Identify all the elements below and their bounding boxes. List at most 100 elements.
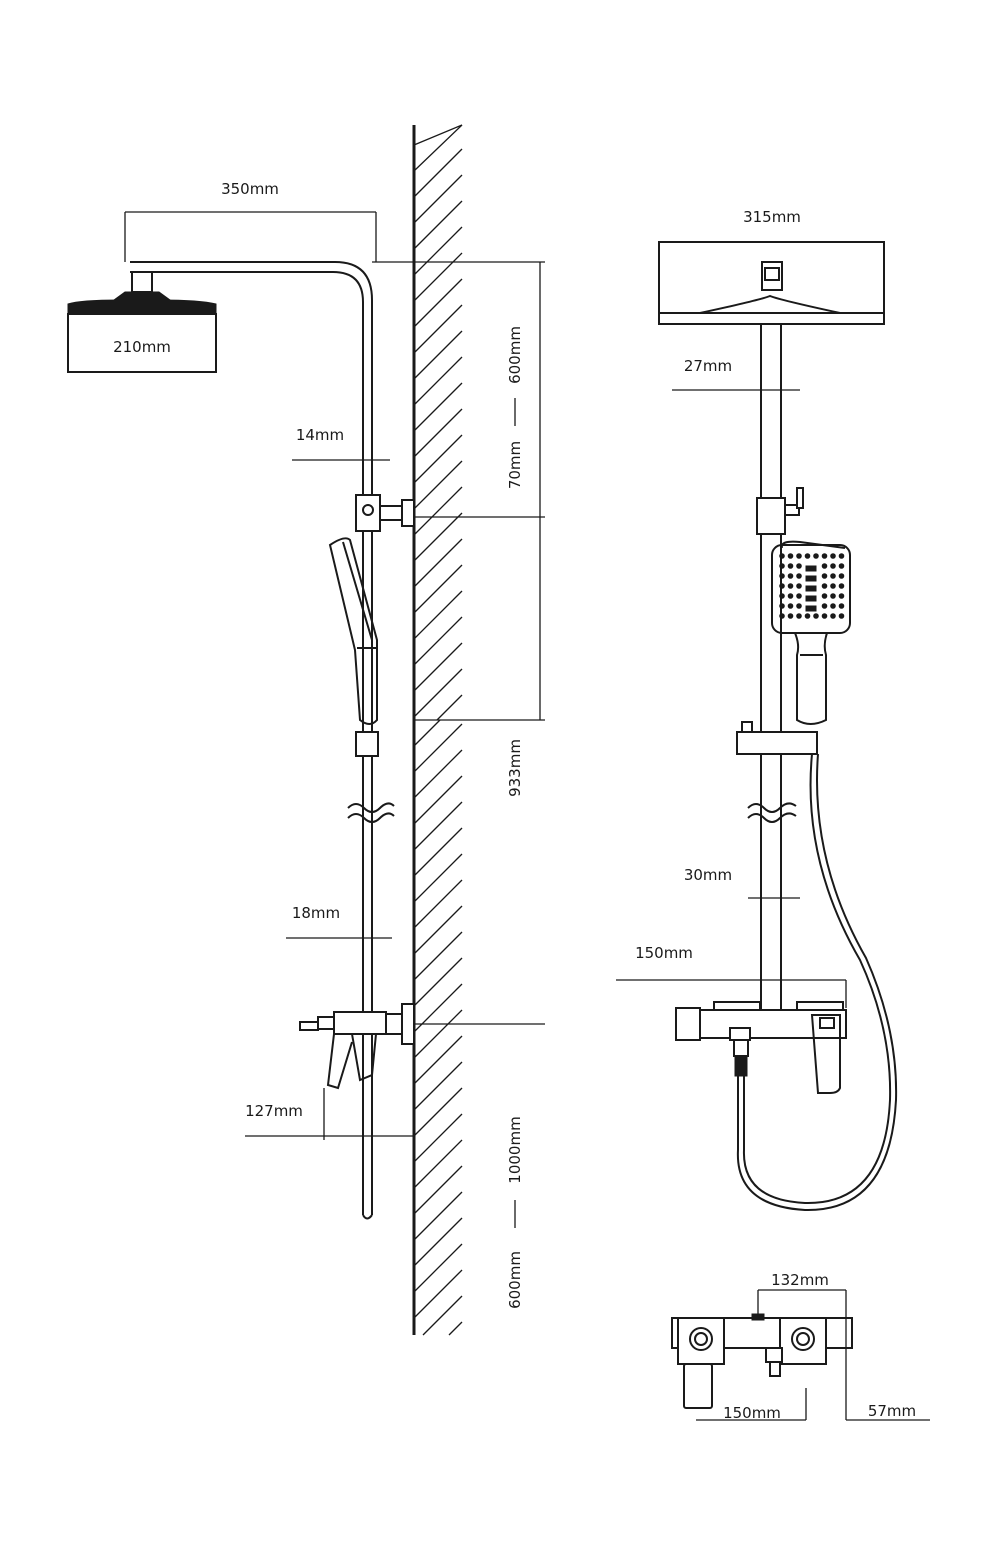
- label-depth: 57mm: [868, 1402, 916, 1420]
- nozzle: [821, 553, 828, 559]
- side-view: [67, 261, 415, 1220]
- mixer-lever: [810, 1014, 841, 1094]
- nozzle: [779, 593, 785, 599]
- nozzle: [838, 553, 845, 559]
- hatch-line: [413, 538, 463, 588]
- mixer-spout: [351, 1033, 377, 1082]
- bracket-clamp: [355, 494, 381, 532]
- shower-arm-outer: [130, 261, 373, 500]
- nozzle: [787, 553, 794, 559]
- holder-knob: [741, 721, 753, 733]
- nozzle: [779, 573, 785, 579]
- hatch-line: [413, 1113, 463, 1163]
- hatch-line: [413, 1087, 463, 1137]
- hatch-line: [413, 775, 463, 825]
- mixer-eccentric: [385, 1013, 403, 1035]
- mixer-valve-front: [675, 1001, 847, 1094]
- hatch-line: [413, 983, 463, 1033]
- label-pipe-upper: 14mm: [296, 426, 344, 444]
- label-slide-rail: 933mm: [506, 739, 524, 797]
- hatch-line: [413, 330, 463, 380]
- inlet-block-right: [779, 1317, 827, 1365]
- head-dome: [699, 294, 841, 314]
- hose-outer: [742, 753, 892, 1205]
- nozzle: [838, 563, 845, 569]
- nozzle: [787, 583, 794, 589]
- nozzle: [821, 593, 828, 599]
- nozzle: [821, 563, 828, 569]
- hatch-line: [413, 1269, 463, 1319]
- outlet-connector: [765, 1347, 783, 1363]
- nozzle: [804, 613, 811, 619]
- nozzle: [796, 603, 802, 609]
- nozzle: [779, 613, 785, 619]
- hose-connector: [734, 1055, 748, 1077]
- nozzle: [821, 583, 828, 589]
- hatch-line: [413, 1243, 463, 1293]
- spout-nut: [733, 1039, 749, 1057]
- hatch-line: [413, 1165, 463, 1215]
- bracket-screw: [362, 504, 374, 516]
- nozzle: [779, 563, 785, 569]
- hatch-line: [413, 827, 463, 877]
- hand-shower-front: [771, 540, 851, 725]
- mixer-end-cap: [675, 1007, 701, 1041]
- hatch-line: [413, 931, 463, 981]
- hatch-line: [413, 174, 463, 224]
- nozzle: [830, 603, 836, 609]
- nozzle: [787, 573, 794, 579]
- hatch-line: [413, 616, 463, 666]
- hand-shower-handle: [794, 632, 828, 725]
- wall-bracket-upper: [355, 494, 415, 532]
- front-view: [658, 241, 898, 1212]
- mixer-body: [333, 1011, 387, 1035]
- inlet-left-inner: [694, 1332, 708, 1346]
- label-valve-projection: 127mm: [245, 1102, 303, 1120]
- diverter-handle: [784, 504, 800, 516]
- inlet-left-outer: [689, 1327, 713, 1351]
- mixer-knob-tip: [299, 1021, 319, 1031]
- hatch-line: [413, 723, 463, 773]
- nozzle: [787, 563, 794, 569]
- nozzle: [787, 593, 794, 599]
- nozzle: [779, 553, 785, 559]
- nozzle: [779, 583, 785, 589]
- hatch-line: [413, 853, 463, 903]
- nozzle: [830, 583, 836, 589]
- nozzle: [796, 563, 802, 569]
- mixer-valve-side: [299, 1003, 415, 1090]
- label-height-top: 600mm: [506, 326, 524, 384]
- label-height-bottom: 600mm: [506, 1251, 524, 1309]
- nozzle: [821, 573, 828, 579]
- hatch-line: [413, 749, 463, 799]
- hatch-line: [413, 148, 463, 198]
- wall-hatching: [413, 124, 463, 1336]
- hatch-line: [413, 642, 463, 692]
- break-mark: [747, 812, 797, 823]
- nozzle: [813, 613, 819, 619]
- inlet-right-inner: [796, 1332, 810, 1346]
- label-head-diameter: 210mm: [113, 338, 171, 356]
- rain-shower-head-side: [67, 271, 217, 373]
- nozzle: [787, 603, 794, 609]
- hatch-line: [413, 460, 463, 510]
- hatch-line: [413, 564, 463, 614]
- hatch-line: [413, 590, 463, 640]
- hand-shower-face: [771, 544, 851, 634]
- spout-connector: [729, 1027, 751, 1041]
- riser-pipe-end: [362, 1214, 373, 1220]
- diverter-body: [756, 497, 786, 535]
- hatch-line: [413, 905, 463, 955]
- nozzle: [796, 593, 802, 599]
- hatch-line: [413, 486, 463, 536]
- nozzle: [838, 573, 845, 579]
- nozzle: [813, 553, 819, 559]
- hose-inner: [736, 753, 898, 1212]
- lever-mark: [819, 1017, 835, 1029]
- nozzle: [821, 603, 828, 609]
- mixer-wall-plate: [401, 1003, 415, 1045]
- label-pipe-lower: 18mm: [292, 904, 340, 922]
- label-head-width: 315mm: [743, 208, 801, 226]
- nozzle-bar: [805, 565, 817, 572]
